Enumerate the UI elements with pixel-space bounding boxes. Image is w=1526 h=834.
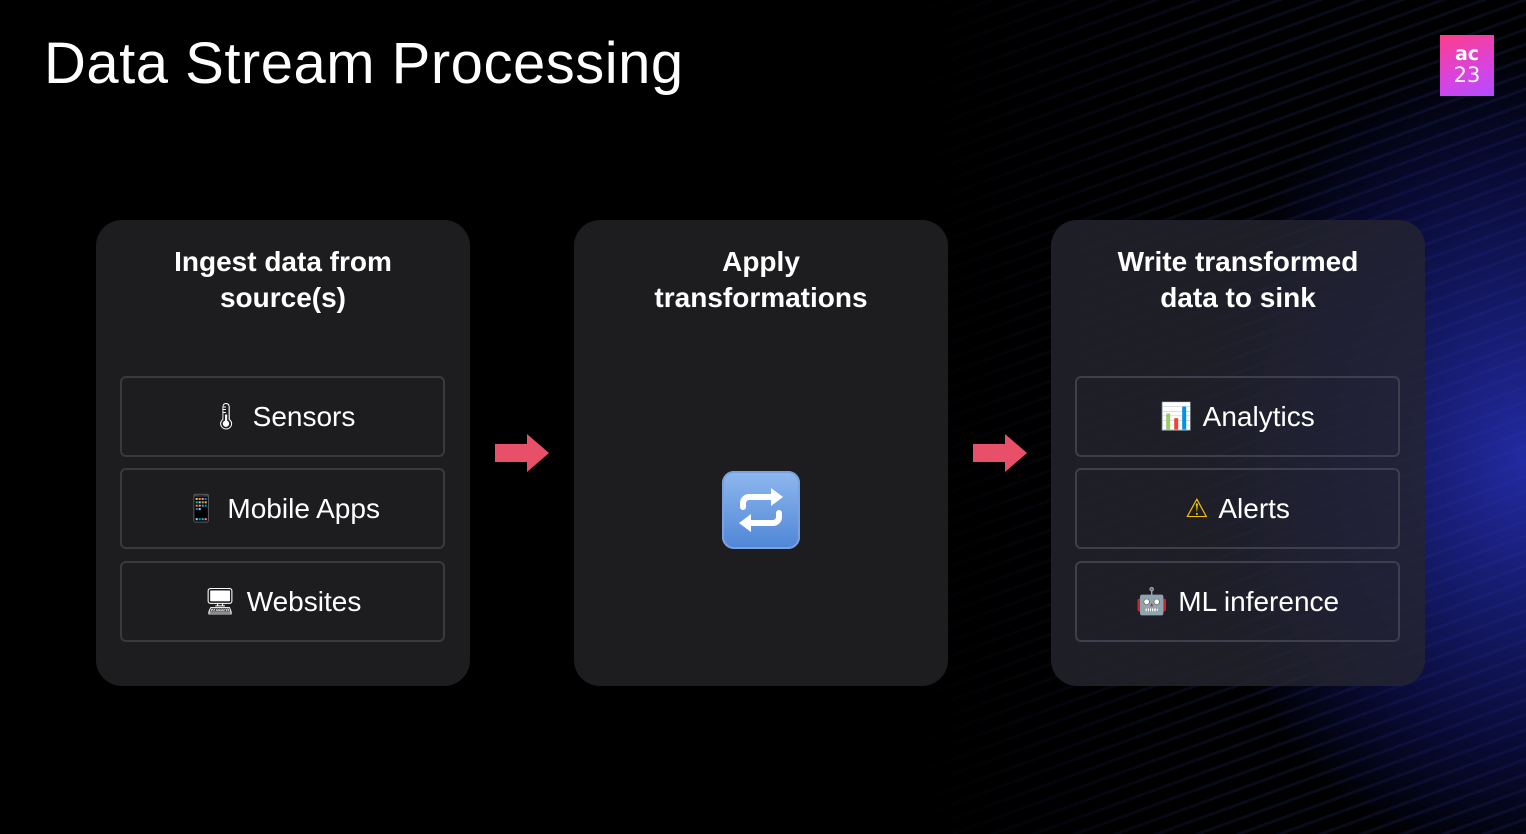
- panel-sink: Write transformed data to sink 📊 Analyti…: [1051, 220, 1425, 686]
- arrow-right-icon: [495, 434, 549, 472]
- sink-analytics-label: Analytics: [1202, 400, 1315, 432]
- sink-alerts-label: Alerts: [1218, 492, 1290, 524]
- ac23-logo: ac 23: [1440, 35, 1494, 96]
- thermometer-icon: 🌡: [209, 401, 243, 432]
- slide-title: Data Stream Processing: [44, 31, 684, 96]
- panel-ingest: Ingest data from source(s) 🌡 Sensors 📱 M…: [96, 220, 470, 686]
- desktop-computer-icon: 🖥: [203, 586, 237, 617]
- sink-analytics: 📊 Analytics: [1075, 376, 1400, 457]
- mobile-phone-icon: 📱: [185, 493, 218, 524]
- arrow-right-icon: [973, 434, 1027, 472]
- bar-chart-icon: 📊: [1160, 401, 1193, 432]
- warning-icon: ⚠: [1185, 493, 1209, 524]
- sink-alerts: ⚠ Alerts: [1075, 468, 1400, 549]
- logo-line-1: ac: [1454, 43, 1480, 65]
- logo-line-2: 23: [1453, 63, 1481, 87]
- sink-ml-inference-label: ML inference: [1178, 585, 1340, 617]
- source-mobile-apps: 📱 Mobile Apps: [120, 468, 445, 549]
- sink-ml-inference: 🤖 ML inference: [1075, 561, 1400, 642]
- panel-ingest-title: Ingest data from source(s): [174, 246, 392, 313]
- repeat-icon: [722, 471, 800, 549]
- source-sensors: 🌡 Sensors: [120, 376, 445, 457]
- source-sensors-label: Sensors: [252, 400, 356, 432]
- source-websites-label: Websites: [246, 585, 362, 617]
- source-mobile-apps-label: Mobile Apps: [227, 492, 380, 524]
- panel-transform-title: Apply transformations: [654, 246, 868, 313]
- panel-sink-title: Write transformed data to sink: [1117, 246, 1359, 313]
- robot-icon: 🤖: [1135, 586, 1169, 617]
- panel-transform: Apply transformations: [574, 220, 948, 686]
- source-websites: 🖥 Websites: [120, 561, 445, 642]
